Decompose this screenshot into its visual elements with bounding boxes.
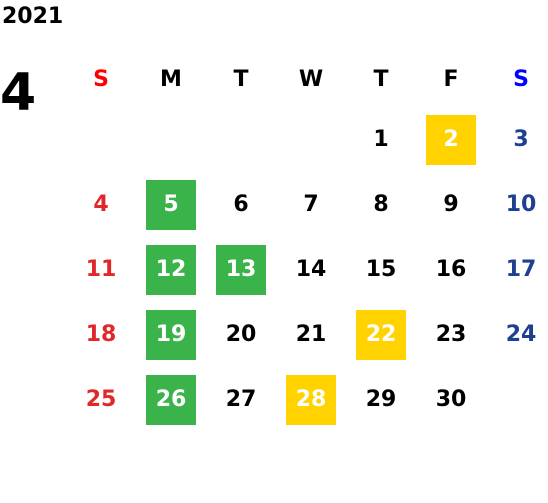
calendar-month: 4 <box>0 63 37 123</box>
day-number: 7 <box>303 192 319 217</box>
day-cell: 10 <box>486 172 548 237</box>
day-number: 12 <box>155 257 187 282</box>
day-cell: 3 <box>486 107 548 172</box>
day-cell <box>136 107 206 172</box>
day-number: 26 <box>155 387 187 412</box>
weekday-wednesday: W <box>298 67 324 92</box>
day-number: 8 <box>373 192 389 217</box>
day-cell <box>66 107 136 172</box>
day-cell: 30 <box>416 367 486 432</box>
day-cell: 23 <box>416 302 486 367</box>
day-number: 23 <box>435 322 467 347</box>
day-cell: 15 <box>346 237 416 302</box>
day-cell: 18 <box>66 302 136 367</box>
day-cell: 13 <box>206 237 276 302</box>
day-cell: 6 <box>206 172 276 237</box>
day-number: 22 <box>365 322 397 347</box>
day-cell: 27 <box>206 367 276 432</box>
day-number: 5 <box>163 192 179 217</box>
day-number: 6 <box>233 192 249 217</box>
day-cell: 12 <box>136 237 206 302</box>
day-cell: 17 <box>486 237 548 302</box>
day-cell: 21 <box>276 302 346 367</box>
day-cell <box>276 107 346 172</box>
weekday-tuesday: T <box>233 67 249 92</box>
day-cell: 28 <box>276 367 346 432</box>
day-number: 3 <box>513 127 529 152</box>
day-number: 30 <box>435 387 467 412</box>
day-cell: 14 <box>276 237 346 302</box>
day-cell: 22 <box>346 302 416 367</box>
day-cell: 20 <box>206 302 276 367</box>
day-number: 11 <box>85 257 117 282</box>
day-cell: 24 <box>486 302 548 367</box>
day-number: 25 <box>85 387 117 412</box>
day-cell: 26 <box>136 367 206 432</box>
day-number: 13 <box>225 257 257 282</box>
day-cell: 8 <box>346 172 416 237</box>
day-number: 16 <box>435 257 467 282</box>
day-number: 24 <box>505 322 537 347</box>
weekday-monday: M <box>160 67 182 92</box>
day-cell <box>486 367 548 432</box>
day-number: 21 <box>295 322 327 347</box>
day-cell: 16 <box>416 237 486 302</box>
day-number: 19 <box>155 322 187 347</box>
day-number: 2 <box>443 127 459 152</box>
day-number: 4 <box>93 192 109 217</box>
weekday-saturday: S <box>513 67 529 92</box>
day-number: 20 <box>225 322 257 347</box>
day-number: 27 <box>225 387 257 412</box>
day-number: 18 <box>85 322 117 347</box>
weekday-friday: F <box>443 67 459 92</box>
day-cell: 2 <box>416 107 486 172</box>
day-number: 29 <box>365 387 397 412</box>
day-cell: 1 <box>346 107 416 172</box>
day-cell <box>206 107 276 172</box>
day-number: 1 <box>373 127 389 152</box>
day-cell: 9 <box>416 172 486 237</box>
weekday-sunday: S <box>93 67 109 92</box>
calendar-grid: S M T W T F S 1 2 3 4 5 6 7 8 9 10 11 12… <box>66 52 548 432</box>
day-cell: 7 <box>276 172 346 237</box>
day-cell: 25 <box>66 367 136 432</box>
weekday-thursday: T <box>373 67 389 92</box>
calendar-year: 2021 <box>2 4 64 29</box>
day-number: 10 <box>505 192 537 217</box>
day-number: 9 <box>443 192 459 217</box>
day-cell: 19 <box>136 302 206 367</box>
day-number: 15 <box>365 257 397 282</box>
day-cell: 29 <box>346 367 416 432</box>
day-number: 17 <box>505 257 537 282</box>
day-cell: 11 <box>66 237 136 302</box>
day-cell: 5 <box>136 172 206 237</box>
day-number: 28 <box>295 387 327 412</box>
day-cell: 4 <box>66 172 136 237</box>
day-number: 14 <box>295 257 327 282</box>
